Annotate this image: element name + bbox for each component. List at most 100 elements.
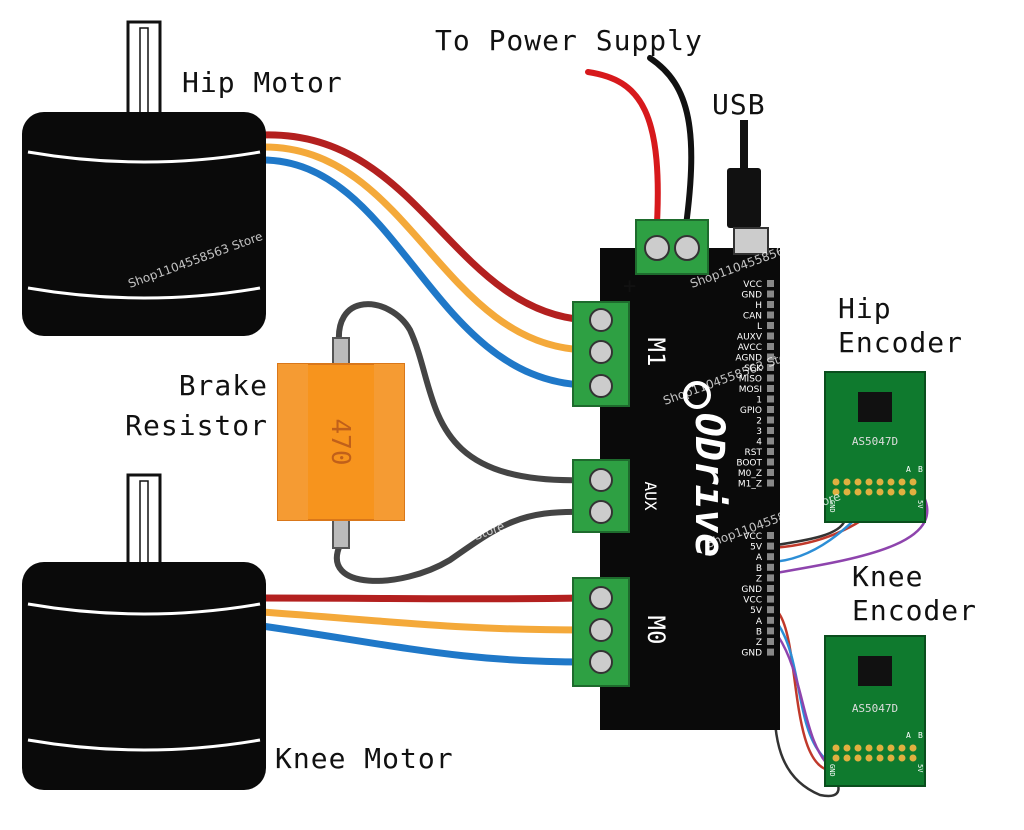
header-pin-label: B [756,627,762,637]
upper-pin-header: VCCGNDHCANLAUXVAVCCAGNDSCKMISOMOSI1GPIO2… [735,280,774,490]
header-pin-label: GND [741,585,762,595]
usb-connector [727,120,769,255]
header-pin [767,427,774,434]
header-pin-label: GPIO [740,406,762,416]
aux-label: AUX [641,482,660,511]
header-pin-label: MOSI [739,385,762,395]
header-pin [767,311,774,319]
knee-encoder-label-line1: Knee [852,560,923,593]
hip-enc-pin-b: B [918,465,923,474]
encoder-pad [898,488,906,496]
knee-motor-label: Knee Motor [275,742,454,775]
header-pin-label: GND [741,649,762,659]
encoder-pad [887,744,895,752]
header-pin [767,532,774,539]
header-pin [767,280,774,287]
header-pin-label: L [757,322,762,332]
power-wire-red [585,69,661,243]
header-pin-label: A [756,553,763,563]
encoder-pad [909,478,917,486]
encoder-pad [843,754,851,762]
knee-enc-pin-b: B [918,731,923,740]
header-pin [767,301,774,308]
m0-label: M0 [642,616,670,645]
header-pin [767,616,774,624]
knee-motor [22,473,266,790]
brake-resistor-wires [334,301,588,584]
brake-resistor-label-line2: Resistor [125,409,268,442]
header-pin-label: M0_Z [738,469,762,479]
encoder-pad [898,744,906,752]
header-pin-label: 4 [756,438,762,448]
header-pin-label: VCC [743,532,762,542]
knee-encoder-chip-label: AS5047D [852,702,898,715]
hip-motor [22,20,266,336]
header-pin-label: AVCC [738,343,762,353]
header-pin-label: CAN [743,312,762,322]
encoder-pad [865,744,873,752]
encoder-pad [876,754,884,762]
header-pin [767,332,774,340]
header-pin [767,648,774,656]
encoder-pad [909,488,917,496]
header-pin-label: Z [756,638,762,648]
encoder-pad [843,488,851,496]
knee-motor-phase-wires [258,594,589,666]
header-pin [767,395,774,403]
header-pin [767,364,774,371]
odrive-logo: ODrive [683,381,732,557]
hip-motor-label: Hip Motor [182,66,343,99]
header-pin [767,595,774,603]
knee-enc-pin-a: A [906,731,911,740]
header-pin [767,585,774,592]
encoder-pad [832,744,840,752]
header-pin-label: MISO [739,375,762,385]
encoder-pad [832,488,840,496]
encoder-pad [876,744,884,752]
header-pin [767,563,774,571]
hip-enc-pin-gnd: GND [828,500,836,513]
header-pin-label: SCK [744,364,763,374]
header-pin [767,627,774,635]
header-pin [767,553,774,561]
hip-phase-wire-blue [258,156,589,389]
encoder-pad [887,488,895,496]
encoder-pad [876,478,884,486]
knee-enc-pin-gnd: GND [828,764,836,777]
hip-encoder-label-line2: Encoder [838,326,963,359]
encoder-pad [832,478,840,486]
knee-phase-wire-yellow [258,608,589,634]
encoder-pad [898,754,906,762]
header-pin [767,574,774,582]
hip-encoder: AS5047D A B GND 5V [824,371,926,523]
header-pin [767,385,774,392]
encoder-pad [854,478,862,486]
encoder-pad [832,754,840,762]
header-pin [767,416,774,424]
header-pin [767,374,774,382]
header-pin-label: AUXV [737,333,763,343]
header-pin-label: GND [741,291,762,301]
header-pin [767,343,774,350]
hip-encoder-chip-label: AS5047D [852,435,898,448]
odrive-gear-icon [683,381,711,409]
encoder-pad [854,754,862,762]
header-pin-label: 3 [756,427,762,437]
header-pin-label: 5V [750,543,763,553]
encoder-pad [865,478,873,486]
header-pin [767,437,774,445]
brake-resistor-label-line1: Brake [179,369,268,402]
header-pin [767,448,774,455]
header-pin-label: VCC [743,280,762,290]
resistor-value-label: 470 [325,419,355,466]
brake-resistor: 470 [277,337,405,549]
header-pin-label: 2 [756,417,762,427]
m1-label: M1 [642,338,670,367]
encoder-pad [898,478,906,486]
encoder-pad [876,488,884,496]
header-pin-label: A [756,617,763,627]
hip-motor-body [22,112,266,336]
encoder-pad [854,488,862,496]
